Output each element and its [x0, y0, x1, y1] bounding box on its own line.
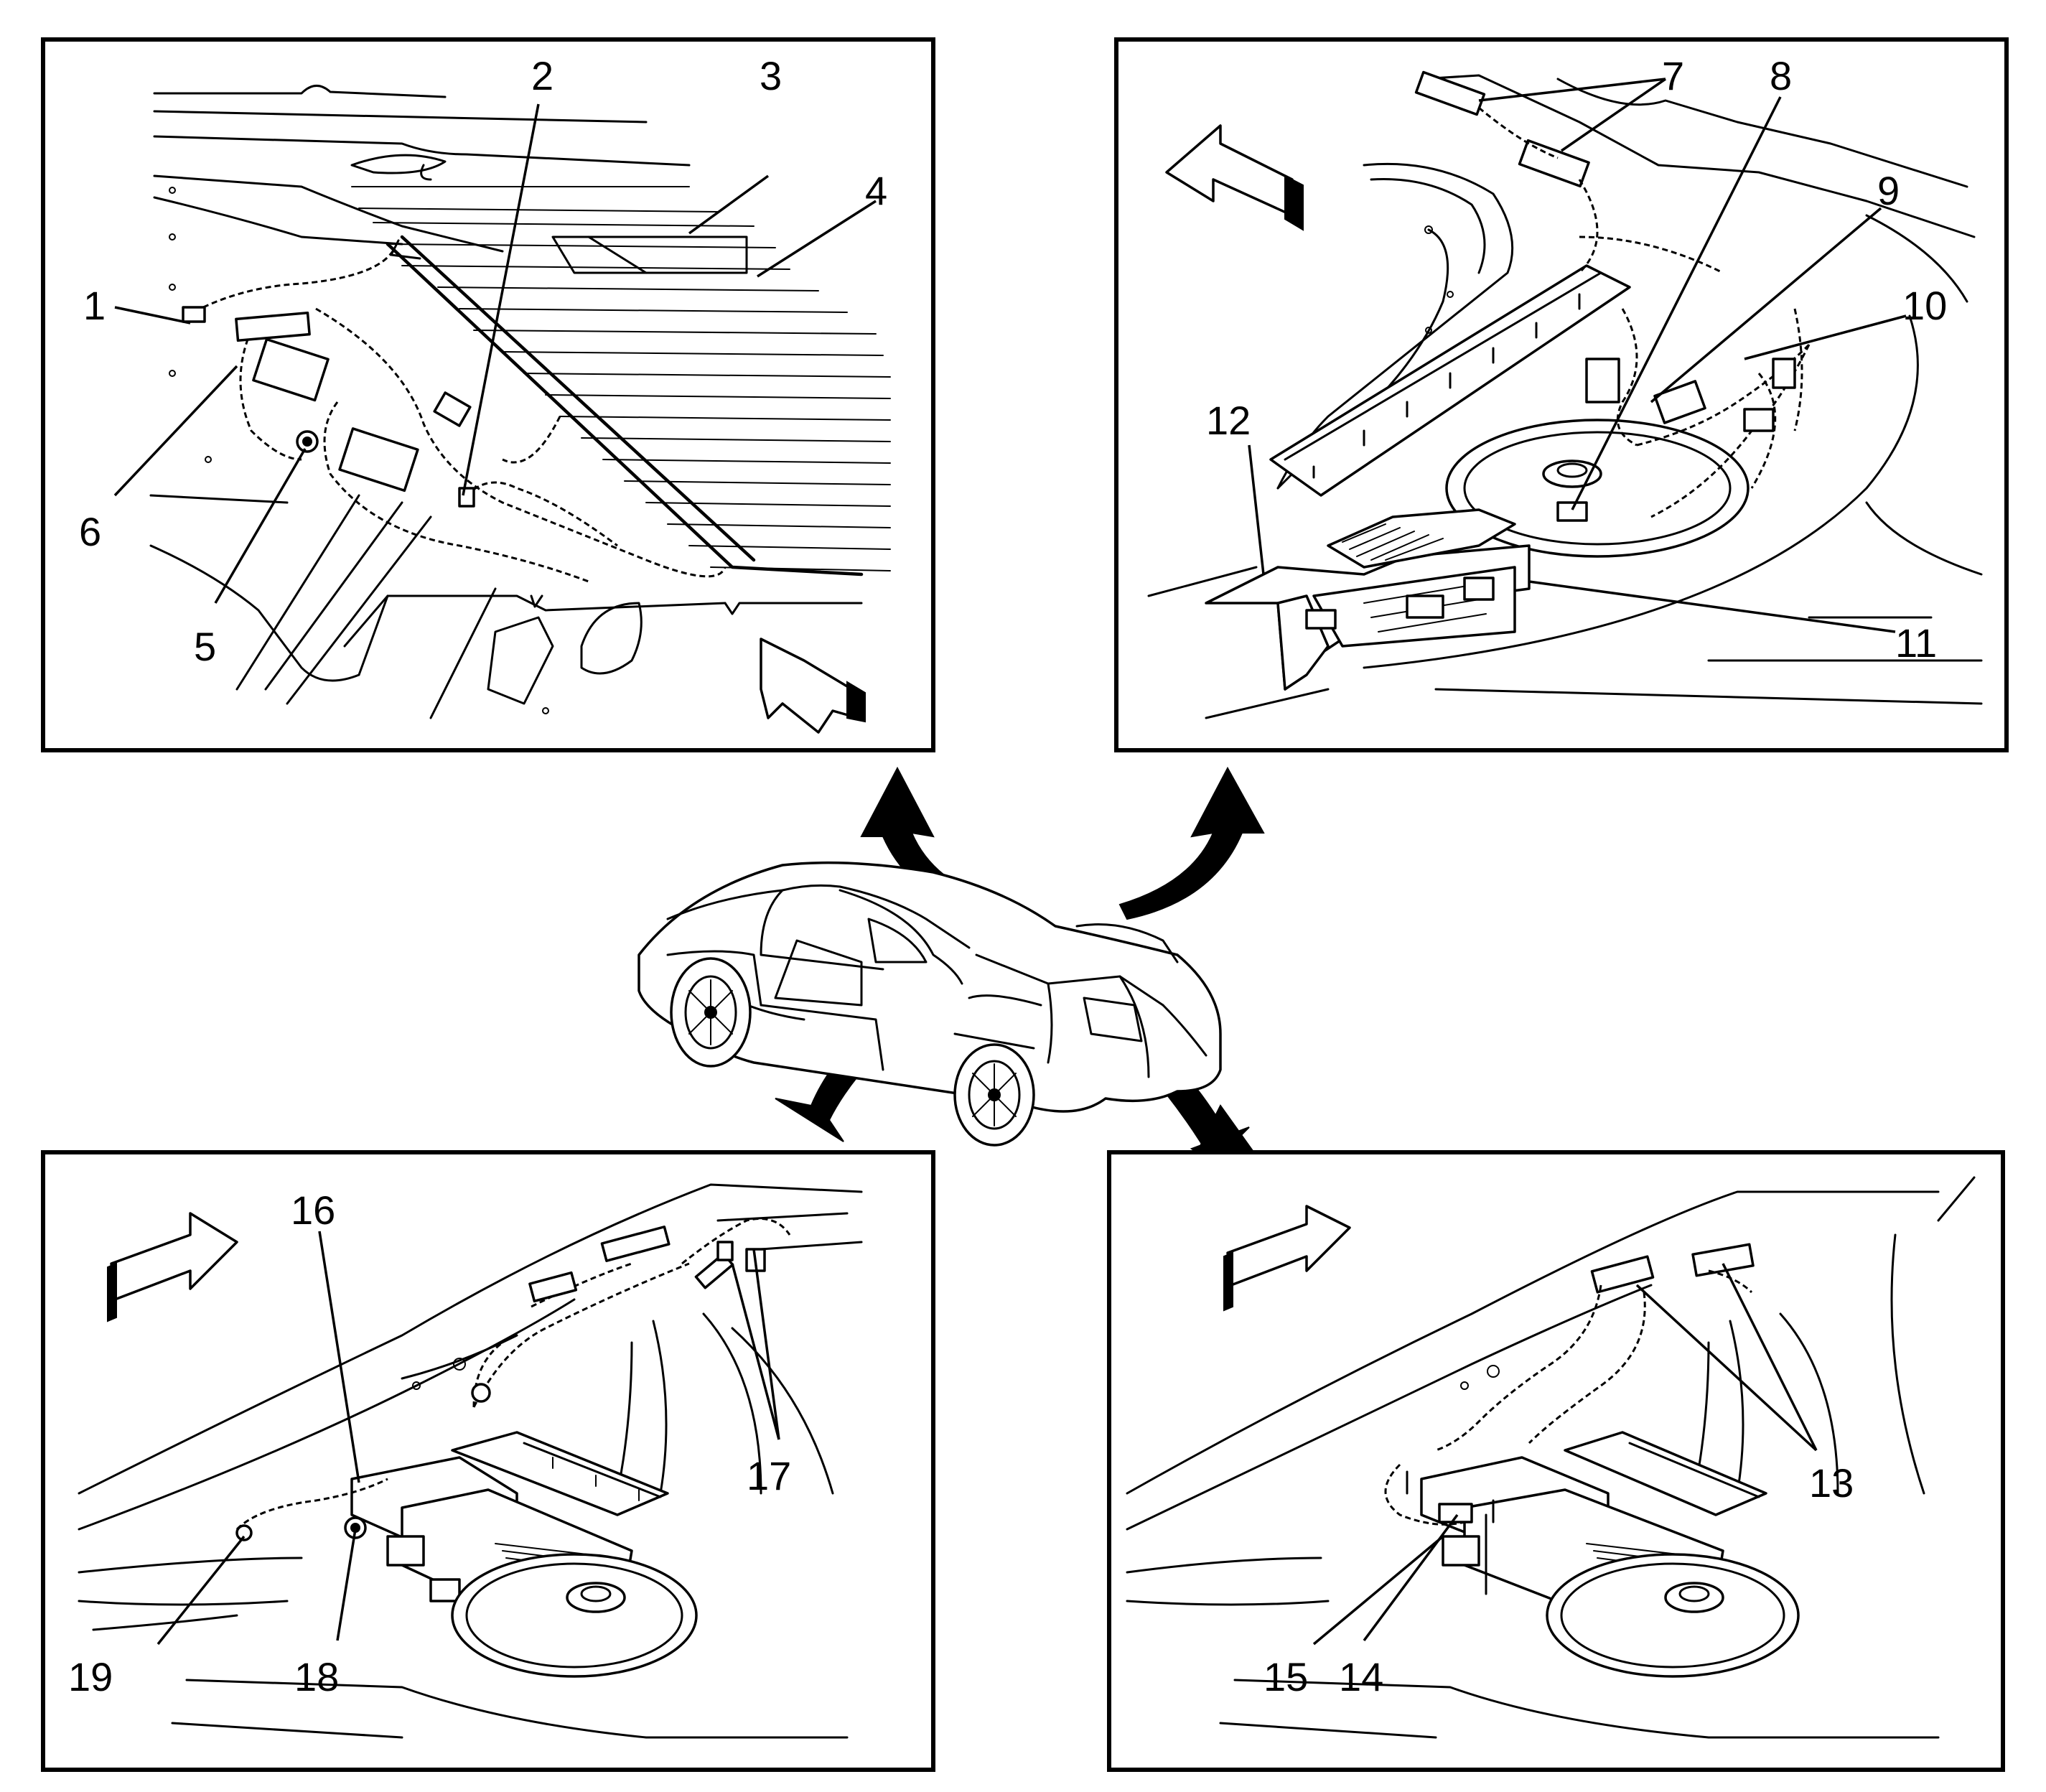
forward-direction-arrow-icon — [107, 1212, 238, 1322]
callout-3: 3 — [760, 53, 782, 98]
forward-direction-arrow-icon — [1223, 1205, 1351, 1312]
callout-17: 17 — [747, 1453, 791, 1498]
trunk-opening-lines — [1126, 1176, 1976, 1739]
panel-frame — [1114, 37, 2009, 752]
rear-shelf-panel — [1269, 264, 1631, 497]
quarter-panel-lines — [149, 187, 863, 719]
vehicle-overview — [637, 766, 1265, 1165]
callout-14: 14 — [1339, 1654, 1383, 1699]
callout-5: 5 — [194, 624, 216, 669]
callout-15: 15 — [1263, 1654, 1308, 1699]
trunk-lid-harness — [235, 1218, 791, 1541]
callout-13: 13 — [1809, 1460, 1854, 1506]
callout-leaders-bottom-left — [157, 1231, 780, 1646]
callout-leaders-top-left — [113, 103, 877, 604]
forward-direction-arrow-icon — [1165, 124, 1304, 231]
rear-window-glass — [351, 186, 891, 571]
panel-trunk-harness-view-left: 16 17 18 19 — [41, 1150, 935, 1772]
antenna-connector — [1556, 501, 1588, 522]
panel-trunk-harness-view-right: 13 14 15 — [1107, 1150, 2005, 1772]
antenna-module-assembly — [182, 247, 727, 583]
vehicle-trunk-line — [1075, 923, 1179, 963]
callout-leaders-top-right — [1248, 78, 1907, 633]
callout-19: 19 — [68, 1654, 113, 1699]
vehicle-body — [637, 861, 1222, 1113]
callout-18: 18 — [294, 1654, 339, 1699]
callout-8: 8 — [1770, 53, 1792, 98]
callout-2: 2 — [531, 53, 553, 98]
harness-connector — [182, 306, 206, 323]
callout-16: 16 — [291, 1187, 335, 1233]
spare-tire — [1445, 419, 1750, 558]
trunk-harness — [1585, 308, 1811, 518]
harness-clip — [458, 487, 475, 508]
antenna-modules-lid — [1384, 1243, 1755, 1526]
ground-connector — [235, 1524, 253, 1541]
panel-frame — [41, 37, 935, 752]
forward-direction-arrow-icon — [760, 638, 866, 734]
panel-rear-pillar-antenna-view: 1 2 3 4 5 6 — [41, 37, 935, 752]
trunk-opening-lines — [78, 1183, 863, 1739]
radio-antenna-module-lower — [338, 427, 419, 493]
callout-9: 9 — [1877, 168, 1900, 213]
callout-7: 7 — [1662, 53, 1684, 98]
callout-4: 4 — [865, 168, 887, 213]
vehicle-wheels — [670, 957, 1035, 1147]
rear-shelf-panel — [1564, 1431, 1767, 1516]
spare-tire — [451, 1553, 698, 1678]
callout-10: 10 — [1902, 283, 1947, 328]
rear-shelf-panel — [451, 1431, 669, 1516]
antenna-bracket — [235, 311, 311, 342]
callout-leaders-bottom-right — [1312, 1263, 1818, 1646]
radio-antenna-module-upper — [252, 337, 330, 402]
radio-amplifier — [1205, 508, 1531, 691]
callout-12: 12 — [1206, 398, 1251, 443]
callout-11: 11 — [1895, 620, 1937, 666]
antenna-modules-lid — [1414, 70, 1724, 274]
panel-frame — [1107, 1150, 2005, 1772]
spare-tire — [1546, 1553, 1800, 1678]
panel-trunk-lid-amplifier-view: 7 8 9 10 11 12 — [1114, 37, 2009, 752]
callout-1: 1 — [83, 283, 106, 328]
callout-6: 6 — [79, 509, 101, 554]
